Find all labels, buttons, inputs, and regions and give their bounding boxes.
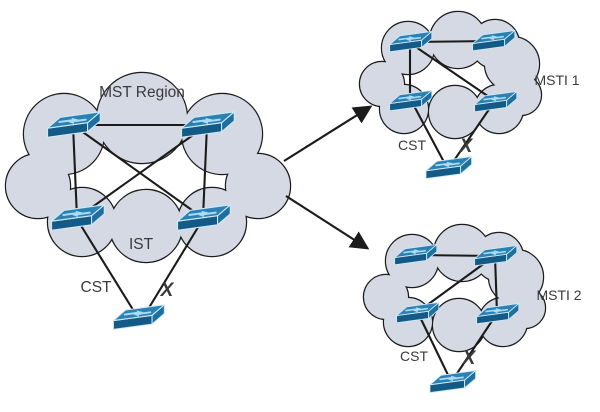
cst-root-switch-icon bbox=[429, 369, 477, 394]
cst-label-region: CST bbox=[81, 279, 113, 296]
link-line bbox=[76, 124, 208, 219]
mst-region-label: MST Region bbox=[99, 84, 185, 101]
blocked-x-mark-msti2: X bbox=[462, 348, 477, 369]
clouds bbox=[4, 10, 547, 353]
link-line bbox=[418, 256, 494, 312]
link-line bbox=[201, 124, 209, 219]
cst-label-msti2: CST bbox=[400, 348, 428, 364]
cst-label-msti1: CST bbox=[398, 137, 426, 153]
network-links bbox=[71, 39, 499, 376]
cst-link-line bbox=[79, 223, 136, 314]
mapping-arrow-msti1 bbox=[283, 105, 373, 162]
cst-blocked-link-line bbox=[455, 317, 495, 376]
link-line bbox=[409, 42, 496, 102]
msti2-label: MSTI 2 bbox=[536, 287, 581, 303]
cst-blocked-link-line bbox=[452, 104, 493, 163]
cst-blocked-link-line bbox=[146, 223, 201, 312]
msti1-label: MSTI 1 bbox=[534, 72, 579, 88]
cst-root-switch-icon bbox=[425, 155, 473, 180]
link-line bbox=[71, 124, 79, 219]
cst-link-line bbox=[412, 103, 445, 163]
ist-label: IST bbox=[129, 236, 154, 253]
cst-root-switch-icon bbox=[112, 303, 166, 331]
diagram-labels: MST Region IST CST X MSTI 1 CST X MSTI 2… bbox=[81, 72, 582, 369]
mapping-arrow-msti2 bbox=[285, 195, 370, 250]
blocked-x-mark-msti1: X bbox=[459, 136, 474, 157]
blocked-x-mark-region: X bbox=[160, 280, 175, 301]
link-line bbox=[72, 124, 204, 219]
link-line bbox=[493, 255, 499, 315]
cst-link-line bbox=[419, 316, 449, 376]
